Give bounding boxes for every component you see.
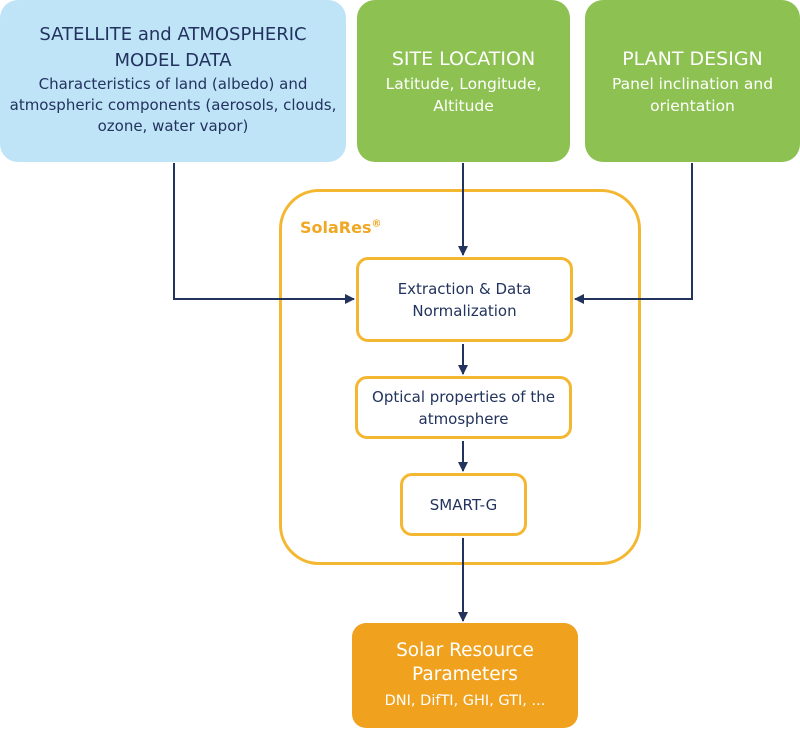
step-optical-properties: Optical properties of the atmosphere [355, 376, 572, 439]
solar-resource-output-box: Solar Resource Parameters DNI, DifTI, GH… [352, 623, 578, 728]
step-smart-g-label: SMART-G [429, 495, 498, 514]
site-location-title: SITE LOCATION [391, 48, 536, 70]
step-extraction-label: Extraction & Data Normalization [397, 279, 532, 320]
arrow-satellite-to-extraction [173, 163, 355, 304]
plant-design-title: PLANT DESIGN [622, 48, 763, 70]
step-optical-label: Optical properties of the atmosphere [372, 387, 555, 428]
solares-brand-label: SolaRes® [300, 218, 382, 237]
satellite-data-title: SATELLITE and ATMOSPHERIC MODEL DATA [39, 23, 307, 71]
plant-design-box: PLANT DESIGN Panel inclination and orien… [585, 0, 800, 162]
plant-design-description: Panel inclination and orientation [611, 75, 774, 115]
satellite-data-box: SATELLITE and ATMOSPHERIC MODEL DATA Cha… [0, 0, 346, 162]
solares-container [279, 189, 641, 565]
arrow-plant-to-extraction [574, 163, 693, 304]
site-location-box: SITE LOCATION Latitude, Longitude, Altit… [357, 0, 570, 162]
output-description: DNI, DifTI, GHI, GTI, ... [384, 692, 546, 709]
registered-mark: ® [371, 218, 382, 230]
step-smart-g: SMART-G [400, 473, 527, 536]
step-extraction-normalization: Extraction & Data Normalization [356, 257, 573, 342]
site-location-description: Latitude, Longitude, Altitude [385, 75, 542, 115]
solares-name: SolaRes [300, 218, 372, 237]
satellite-data-description: Characteristics of land (albedo) and atm… [9, 74, 337, 135]
output-title: Solar Resource Parameters [396, 639, 534, 685]
